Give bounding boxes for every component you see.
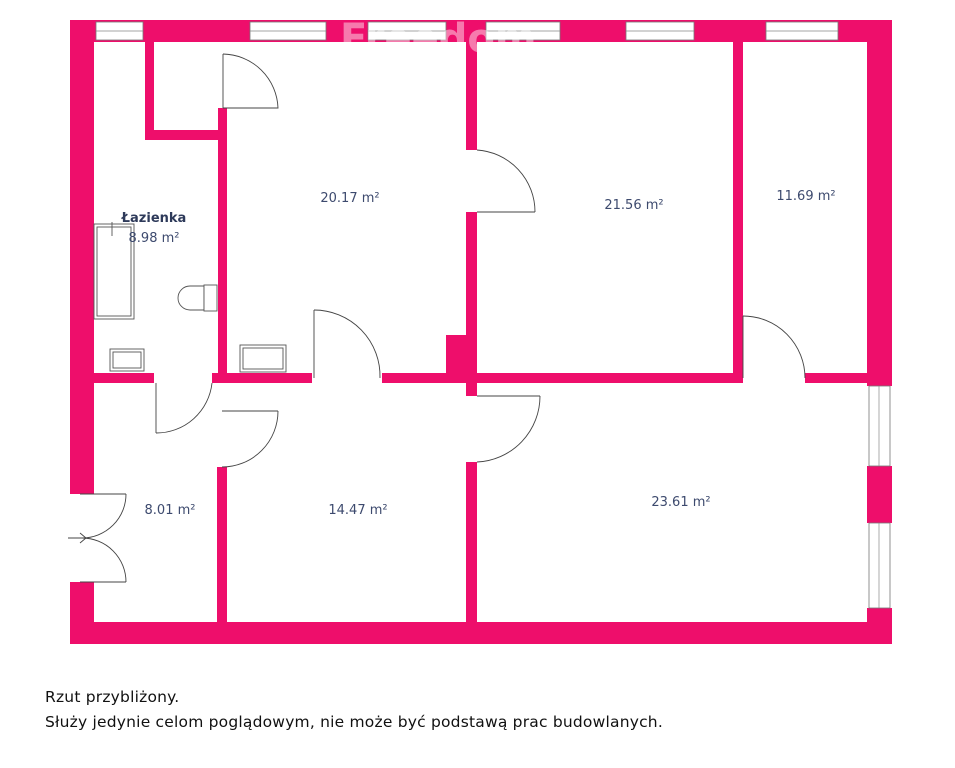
room-name-bathroom: Łazienka	[121, 211, 187, 226]
wall-d-e-lower	[466, 462, 477, 624]
closet-wall-bottom	[145, 130, 223, 140]
disclaimer: Rzut przybliżony. Służy jedynie celom po…	[45, 685, 663, 735]
window-right-1	[868, 385, 891, 467]
wall-right-lower	[867, 608, 892, 644]
doors	[68, 53, 806, 583]
walls	[70, 20, 892, 644]
wall-h-2	[212, 373, 312, 383]
room-area-room-b: 21.56 m²	[604, 198, 663, 213]
bathtub-inner	[96, 226, 132, 317]
closet-wall-left	[145, 40, 154, 140]
windows	[95, 21, 891, 609]
wall-bottom	[70, 622, 892, 644]
kitchen-sink-inner	[242, 347, 284, 370]
room-area-room-a: 20.17 m²	[320, 191, 379, 206]
wall-right-mid	[867, 466, 892, 523]
wall-h-4	[805, 373, 869, 383]
wall-h-1	[92, 373, 154, 383]
floor-plan: Freedom Łazienka 8.98 m² 20.17 m² 21.56 …	[68, 16, 892, 644]
fixtures	[93, 222, 287, 373]
disclaimer-line-2: Służy jedynie celom poglądowym, nie może…	[45, 713, 663, 731]
window-glazing-lines	[96, 30, 880, 608]
toilet-tank	[203, 284, 218, 312]
toilet	[177, 285, 205, 311]
wall-hall-room-d	[217, 467, 227, 624]
room-labels: Łazienka 8.98 m² 20.17 m² 21.56 m² 11.69…	[121, 189, 836, 518]
wall-right-upper	[867, 20, 892, 386]
window-right-2	[868, 522, 891, 609]
wall-b-c	[733, 40, 743, 383]
room-area-room-d: 14.47 m²	[328, 503, 387, 518]
sink-bathroom-inner	[112, 351, 142, 369]
room-area-hall: 8.01 m²	[145, 503, 196, 518]
room-area-room-e: 23.61 m²	[651, 495, 710, 510]
room-area-room-c: 11.69 m²	[776, 189, 835, 204]
wall-a-b-lower	[466, 212, 477, 384]
wall-h-3	[382, 373, 741, 383]
watermark: Freedom	[340, 16, 537, 62]
wall-bath-room-a	[218, 108, 227, 383]
wall-a-b-upper	[466, 40, 477, 150]
room-area-bathroom: 8.98 m²	[129, 231, 180, 246]
disclaimer-line-1: Rzut przybliżony.	[45, 688, 180, 706]
wall-d-e-upper	[466, 378, 477, 396]
wall-left-upper	[70, 20, 94, 494]
